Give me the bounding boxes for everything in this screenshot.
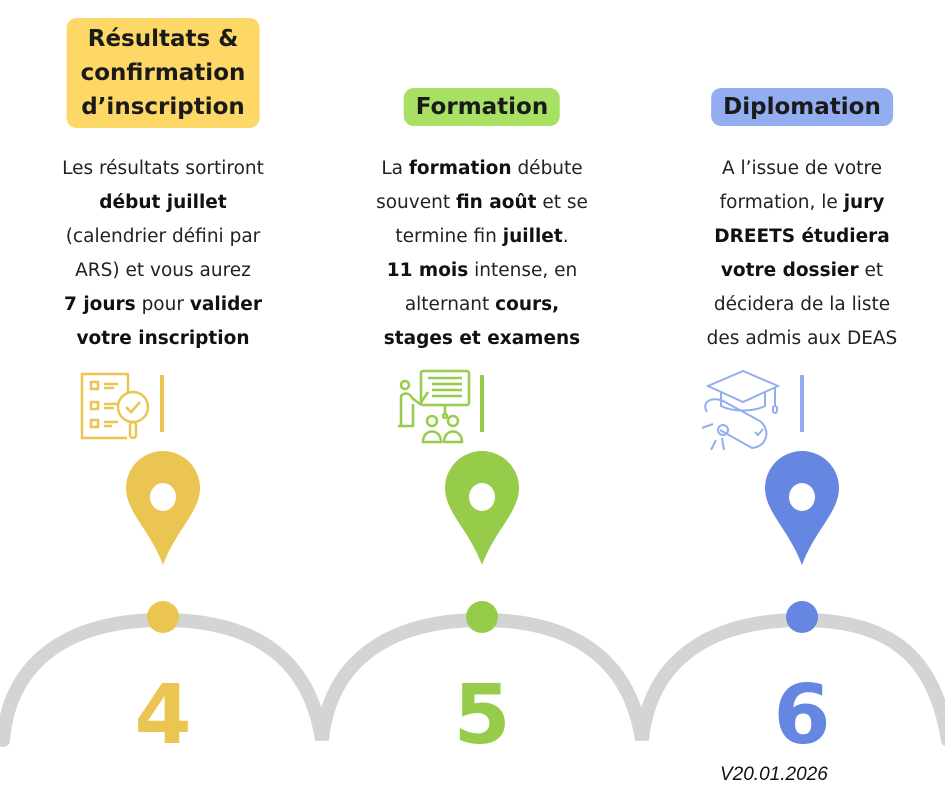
bold-text: fin août	[455, 192, 537, 213]
step-title-line: Résultats &	[87, 26, 239, 52]
bold-text: jury	[843, 192, 885, 213]
text: pour	[135, 294, 190, 315]
step-number: 6	[773, 668, 831, 763]
description-line: alternant cours,	[322, 288, 642, 322]
step-title-line: confirmation	[80, 60, 246, 86]
description-line: Les résultats sortiront	[3, 152, 323, 186]
description-line: 7 jours pour valider	[3, 288, 323, 322]
bold-text: valider	[189, 294, 262, 315]
text: et	[858, 260, 884, 281]
text: La	[381, 158, 409, 179]
bold-text: cours,	[495, 294, 560, 315]
description-line: 11 mois intense, en	[322, 254, 642, 288]
bold-text: votre inscription	[76, 328, 250, 349]
description-line: ARS) et vous aurez	[3, 254, 323, 288]
text: intense, en	[468, 260, 578, 281]
bold-text: DREETS étudiera	[714, 226, 890, 247]
description-line: A l’issue de votre	[642, 152, 945, 186]
text: (calendrier défini par	[65, 226, 261, 247]
bold-text: 11 mois	[386, 260, 469, 281]
text: .	[562, 226, 569, 247]
text: des admis aux DEAS	[706, 328, 898, 349]
description-line: votre inscription	[3, 322, 323, 356]
checklist-magnifier-icon	[80, 372, 164, 440]
location-pin-icon	[765, 451, 839, 565]
description-line: décidera de la liste	[642, 288, 945, 322]
step-title-badge: Diplomation	[711, 88, 893, 126]
step-title-badge: Résultats & confirmation d’inscription	[66, 18, 260, 128]
text: ARS) et vous aurez	[75, 260, 251, 281]
description-line: souvent fin août et se	[322, 186, 642, 220]
description-line: stages et examens	[322, 322, 642, 356]
step-number: 5	[453, 668, 511, 763]
description-line: (calendrier défini par	[3, 220, 323, 254]
step-title-line: d’inscription	[81, 94, 245, 120]
step-description: Les résultats sortiront début juillet (cal…	[3, 152, 323, 356]
bold-text: stages et examens	[383, 328, 581, 349]
text: formation, le	[719, 192, 844, 213]
teacher-presentation-icon	[398, 369, 484, 444]
graduation-diploma-icon	[701, 369, 804, 451]
text: termine fin	[395, 226, 503, 247]
description-line: termine fin juillet.	[322, 220, 642, 254]
version-label: V20.01.2026	[720, 764, 828, 785]
description-line: début juillet	[3, 186, 323, 220]
text: souvent	[376, 192, 456, 213]
description-line: des admis aux DEAS	[642, 322, 945, 356]
description-line: formation, le jury	[642, 186, 945, 220]
location-pin-icon	[445, 451, 519, 565]
description-line: votre dossier et	[642, 254, 945, 288]
text: alternant	[404, 294, 496, 315]
step-number: 4	[134, 668, 192, 763]
bold-text: juillet	[502, 226, 563, 247]
bold-text: début juillet	[99, 192, 227, 213]
text: A l’issue de votre	[721, 158, 883, 179]
text: débute	[511, 158, 583, 179]
bold-text: formation	[408, 158, 512, 179]
timeline-dot	[786, 601, 818, 633]
timeline-dot	[147, 601, 179, 633]
text: décidera de la liste	[713, 294, 891, 315]
description-line: DREETS étudiera	[642, 220, 945, 254]
text: et se	[536, 192, 588, 213]
timeline-dot	[466, 601, 498, 633]
bold-text: 7 jours	[64, 294, 136, 315]
step-title-badge: Formation	[403, 88, 561, 126]
location-pin-icon	[126, 451, 200, 565]
text: Les résultats sortiront	[62, 158, 264, 179]
bold-text: votre dossier	[720, 260, 859, 281]
description-line: La formation débute	[322, 152, 642, 186]
